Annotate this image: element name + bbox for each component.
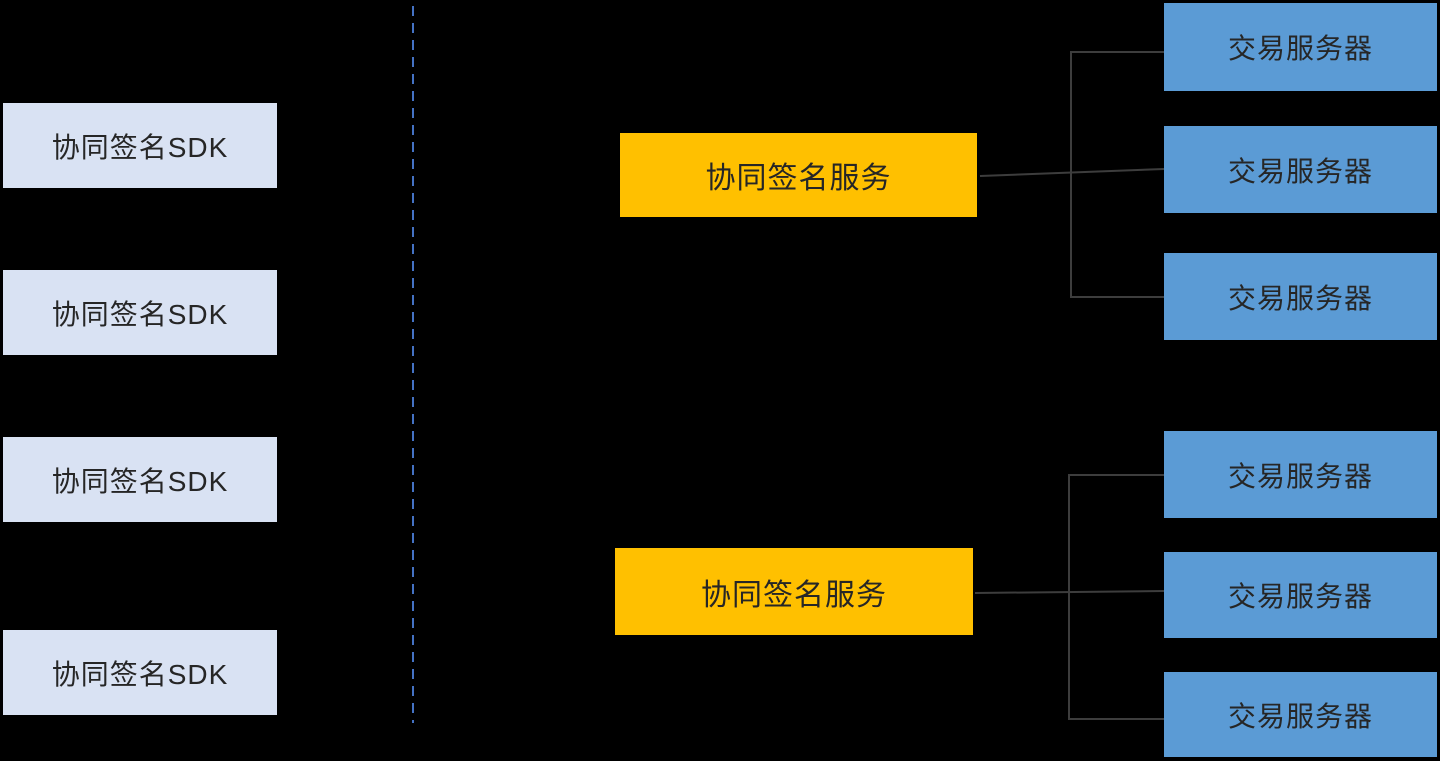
signing-service-node: 协同签名服务 xyxy=(615,548,973,635)
sdk-node: 协同签名SDK xyxy=(3,270,277,355)
connector-cluster1-trunk xyxy=(979,168,1165,177)
trade-server-node: 交易服务器 xyxy=(1164,552,1437,638)
trade-server-label: 交易服务器 xyxy=(1227,581,1373,612)
trade-server-node: 交易服务器 xyxy=(1164,3,1437,91)
sdk-node-label: 协同签名SDK xyxy=(51,465,229,497)
sdk-node: 协同签名SDK xyxy=(3,103,277,188)
trade-server-label: 交易服务器 xyxy=(1227,282,1373,314)
sdk-node-label: 协同签名SDK xyxy=(51,658,229,690)
sdk-node: 协同签名SDK xyxy=(3,437,277,522)
trade-server-label: 交易服务器 xyxy=(1227,33,1373,64)
sdk-node: 协同签名SDK xyxy=(3,630,277,715)
trade-server-node: 交易服务器 xyxy=(1164,253,1437,340)
trade-server-label: 交易服务器 xyxy=(1227,155,1373,187)
signing-service-label: 协同签名服务 xyxy=(701,578,887,612)
trade-server-label: 交易服务器 xyxy=(1227,460,1373,492)
sdk-node-label: 协同签名SDK xyxy=(51,298,229,330)
sdk-node-label: 协同签名SDK xyxy=(51,131,229,163)
trade-server-node: 交易服务器 xyxy=(1164,431,1437,518)
connector-cluster2-trunk xyxy=(974,590,1165,594)
signing-service-node: 协同签名服务 xyxy=(620,133,977,217)
connector-cluster1-branch xyxy=(1070,51,1164,298)
trade-server-label: 交易服务器 xyxy=(1227,700,1373,732)
trade-server-node: 交易服务器 xyxy=(1164,672,1437,757)
connector-cluster2-branch xyxy=(1068,474,1164,720)
signing-service-label: 协同签名服务 xyxy=(705,162,892,195)
trade-server-node: 交易服务器 xyxy=(1164,126,1437,213)
